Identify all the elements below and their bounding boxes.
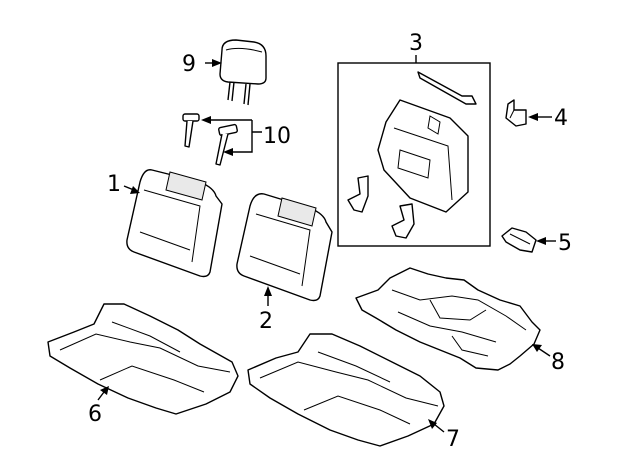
callout-10: 10 — [263, 124, 291, 149]
callout-2: 2 — [259, 309, 273, 334]
part-10-headrest-guides[interactable] — [182, 113, 238, 166]
callout-9: 9 — [182, 52, 196, 77]
part-7-seat-cushion-right[interactable] — [247, 333, 445, 447]
callout-3: 3 — [409, 31, 423, 56]
callout-1: 1 — [107, 172, 121, 197]
callout-8: 8 — [551, 350, 565, 375]
part-5-bracket[interactable] — [501, 227, 537, 253]
leaders — [97, 55, 556, 433]
part-4-clip[interactable] — [505, 99, 527, 127]
callout-5: 5 — [558, 231, 572, 256]
part-9-headrest[interactable] — [219, 39, 267, 106]
callout-7: 7 — [446, 427, 460, 452]
part-8-floor-pan[interactable] — [355, 267, 541, 371]
part-3-box — [337, 62, 491, 247]
part-2-seat-back-right[interactable] — [236, 193, 333, 302]
part-6-seat-cushion-left[interactable] — [47, 303, 239, 415]
part-3-frame-assembly[interactable] — [337, 62, 491, 247]
part-1-seat-back-left[interactable] — [126, 169, 223, 278]
callout-4: 4 — [554, 106, 568, 131]
callout-6: 6 — [88, 402, 102, 427]
